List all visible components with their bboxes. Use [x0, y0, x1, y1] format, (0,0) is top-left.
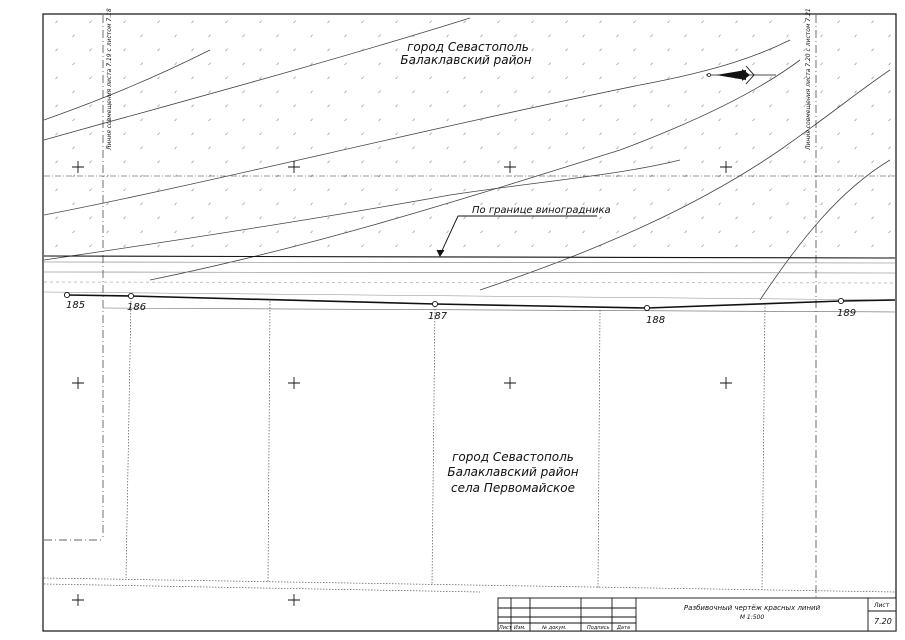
south-area-line1: город Севастополь [452, 450, 574, 464]
grid-crosses [72, 161, 732, 606]
match-line-left-label: Линия совмещения листа 7.19 с листом 7.1… [106, 8, 113, 151]
road-lines [43, 255, 896, 301]
sheet-label: Лист [873, 602, 890, 609]
sheet-title-line1: Разбивочный чертёж красных линий [684, 604, 821, 612]
sheet-frame [42, 13, 897, 632]
point-label-187: 187 [428, 311, 448, 322]
title-col-sheet: Лист [498, 625, 513, 631]
contour-lines [43, 17, 891, 301]
vineyard-hatch [44, 15, 895, 255]
match-line-right-label: Линия совмещения листа 7.20 с листом 7.2… [805, 8, 812, 151]
north-arrow-icon [706, 65, 776, 85]
title-col-date: Дата [616, 625, 630, 631]
point-185 [63, 291, 71, 299]
title-col-sign: Подпись [587, 625, 610, 631]
sheet-number: 7.20 [874, 617, 892, 626]
parcel-boundaries [43, 297, 896, 593]
point-label-186: 186 [127, 302, 146, 313]
south-area-line2: Балаклавский район [447, 465, 578, 479]
title-col-change: Изм. [514, 625, 526, 631]
point-label-188: 188 [646, 315, 665, 326]
north-area-line1: город Севастополь [407, 40, 529, 54]
title-block [497, 597, 897, 632]
red-line [66, 294, 896, 309]
red-line-lower [102, 307, 896, 313]
sheet-title-line2: М 1:500 [740, 614, 765, 621]
point-187 [431, 300, 439, 308]
survey-points [63, 291, 845, 312]
point-189 [837, 297, 845, 305]
vineyard-callout-text: По границе виноградника [472, 205, 611, 216]
south-area-line3: села Первомайское [451, 481, 575, 495]
point-label-185: 185 [66, 300, 85, 311]
point-188 [643, 304, 651, 312]
title-col-doc: № докум. [541, 625, 567, 631]
vineyard-callout-leader [436, 215, 597, 257]
north-area-line2: Балаклавский район [400, 53, 531, 67]
point-label-189: 189 [837, 308, 856, 319]
point-186 [127, 292, 135, 300]
